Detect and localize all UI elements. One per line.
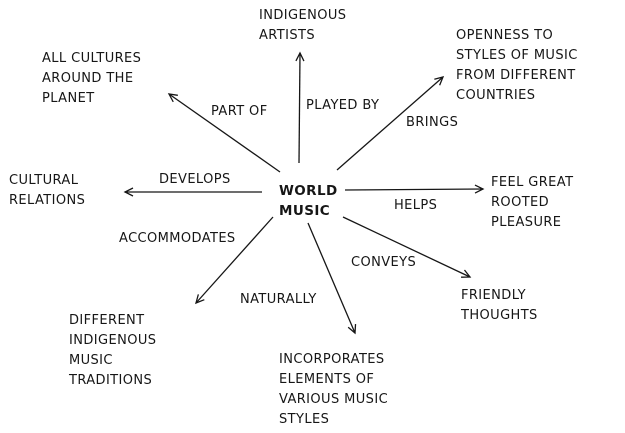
arrow-naturally	[307, 222, 357, 335]
arrow-conveys	[342, 216, 472, 278]
arrow-part-of	[167, 93, 281, 173]
node-all-cultures-around-the-planet: ALL CULTURES AROUND THE PLANET	[42, 51, 142, 106]
edge-label-brings: BRINGS	[406, 115, 459, 130]
arrow-accommodates	[195, 216, 274, 305]
node-feel-great-rooted-pleasure: FEEL GREAT ROOTED PLEASURE	[491, 175, 574, 230]
node-different-indigenous-music-traditions: DIFFERENT INDIGENOUS MUSIC TRADITIONS	[69, 313, 157, 388]
arrow-helps	[344, 184, 485, 194]
arrow-brings	[336, 76, 445, 171]
edge-label-develops: DEVELOPS	[159, 172, 231, 187]
edge-label-accommodates: ACCOMMODATES	[119, 231, 236, 246]
node-incorporates-elements-of-various-music-styles: INCORPORATES ELEMENTS OF VARIOUS MUSIC S…	[279, 352, 389, 427]
node-world-music: WORLD MUSIC	[279, 183, 338, 219]
edge-label-played-by: PLAYED BY	[306, 98, 380, 113]
edge-label-part-of: PART OF	[211, 104, 268, 119]
node-indigenous-artists: INDIGENOUS ARTISTS	[259, 8, 347, 43]
node-friendly-thoughts: FRIENDLY THOUGHTS	[461, 288, 538, 323]
arrow-played-by	[295, 51, 305, 164]
edge-label-helps: HELPS	[394, 198, 438, 213]
node-cultural-relations: CULTURAL RELATIONS	[9, 173, 86, 208]
edge-label-naturally: NATURALLY	[240, 292, 317, 307]
node-openness-to-styles-of-music: OPENNESS TO STYLES OF MUSIC FROM DIFFERE…	[456, 28, 578, 103]
edge-label-conveys: CONVEYS	[351, 255, 417, 270]
